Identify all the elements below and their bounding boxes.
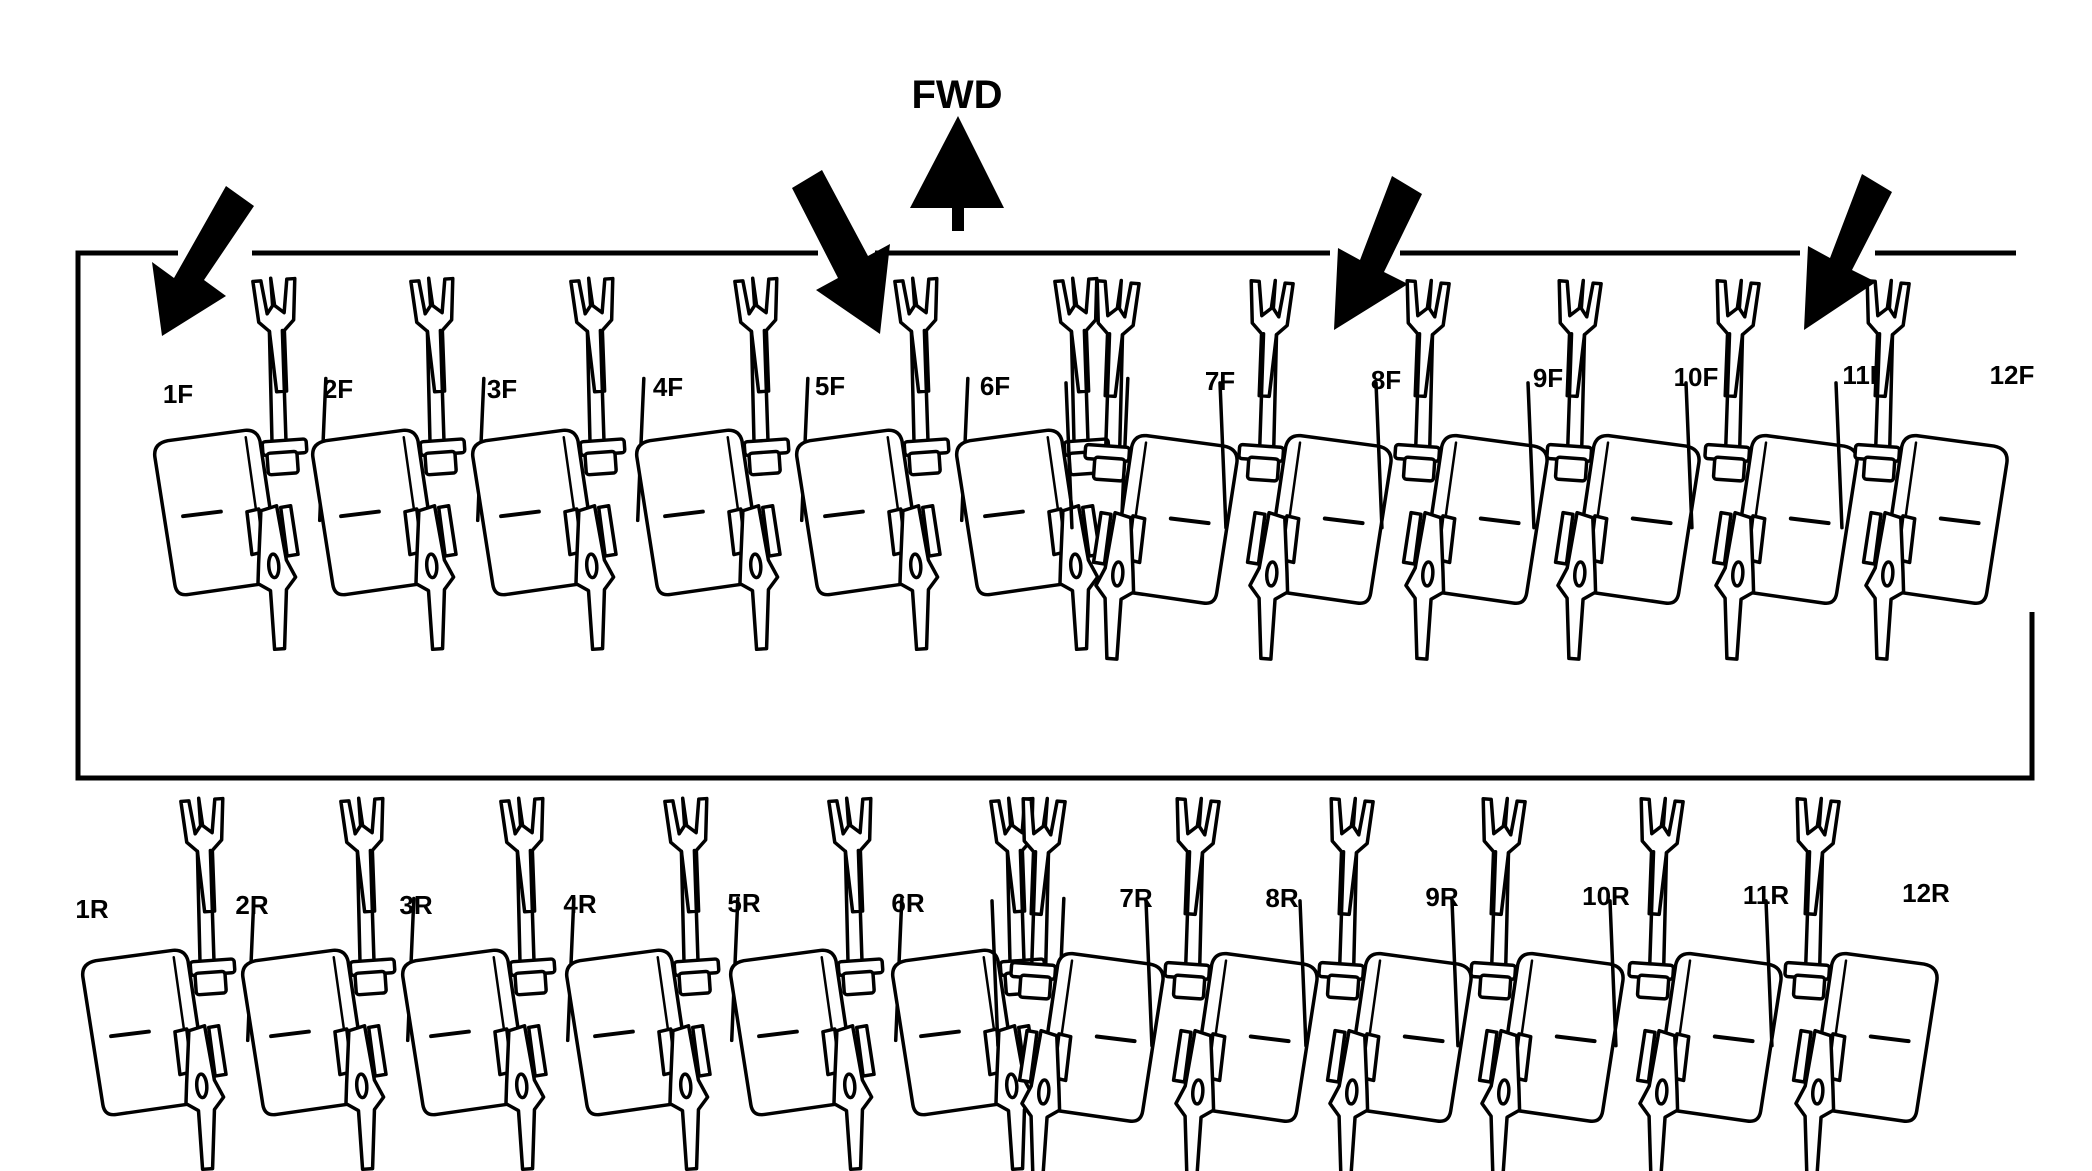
- tensioner-label: 6F: [980, 371, 1010, 401]
- arrow-icon-8f: [1334, 176, 1422, 330]
- tensioner-1f: 1F: [140, 272, 347, 659]
- front-row: 1F 2F 3F 4F 5F 6F 7F 8F: [140, 272, 2035, 669]
- tensioner-label: 10F: [1674, 362, 1719, 392]
- tensioner-10f: 10F: [1507, 275, 1719, 669]
- tensioner-6r: 6R: [878, 792, 1085, 1171]
- tensioner-12f: 12F: [1815, 275, 2035, 669]
- tensioner-5f: 5F: [782, 272, 989, 659]
- tensioner-1r: 1R: [68, 792, 275, 1171]
- tensioner-3f: 3F: [458, 272, 665, 659]
- arrow-icon-5f: [792, 170, 890, 334]
- tensioner-label: 2F: [323, 374, 353, 404]
- tensioner-label: 12R: [1902, 878, 1950, 908]
- tensioner-label: 6R: [891, 888, 924, 918]
- tensioner-label: 10R: [1582, 881, 1630, 911]
- panel-outline-left: [75, 250, 2035, 781]
- tensioner-label: 9F: [1533, 363, 1563, 393]
- tensioner-label: 8R: [1265, 883, 1298, 913]
- tensioner-label: 5F: [815, 371, 845, 401]
- tensioner-4f: 4F: [622, 272, 829, 659]
- tensioner-5r: 5R: [716, 792, 923, 1171]
- tensioner-9f: 9F: [1355, 275, 1563, 669]
- tensioner-label: 1R: [75, 894, 108, 924]
- tensioner-label: 4F: [653, 372, 683, 402]
- tensioner-6f: 6F: [942, 272, 1149, 659]
- tensioner-11f: 11F: [1665, 275, 1886, 669]
- tensioner-label: 4R: [563, 889, 596, 919]
- tensioner-8r: 8R: [1125, 793, 1332, 1171]
- forward-direction-indicator: FWD: [910, 73, 1004, 231]
- tensioner-label: 3F: [487, 374, 517, 404]
- highlight-arrows: [152, 170, 1892, 336]
- tensioner-2r: 2R: [228, 792, 435, 1171]
- tensioner-label: 3R: [399, 890, 432, 920]
- arrow-icon-1f: [152, 186, 254, 336]
- tensioner-12r: 12R: [1745, 793, 1952, 1171]
- tensioner-7r: 7R: [971, 793, 1178, 1171]
- tensioner-3r: 3R: [388, 792, 595, 1171]
- tensioner-label: 1F: [163, 379, 193, 409]
- tensioner-label: 5R: [727, 888, 760, 918]
- tensioner-10r: 10R: [1431, 793, 1638, 1171]
- tensioner-label: 2R: [235, 890, 268, 920]
- tensioner-2f: 2F: [298, 272, 505, 659]
- arrow-icon-11f: [1804, 174, 1892, 330]
- forward-arrow-icon: [910, 116, 1004, 208]
- fwd-label: FWD: [911, 73, 1002, 117]
- forward-arrow-stem: [952, 205, 964, 231]
- tensioner-4r: 4R: [552, 792, 759, 1171]
- tensioner-label: 12F: [1990, 360, 2035, 390]
- rear-row: 1R 2R 3R 4R 5R 6R 7R 8R: [68, 792, 1952, 1171]
- panel-outline: [75, 250, 2035, 781]
